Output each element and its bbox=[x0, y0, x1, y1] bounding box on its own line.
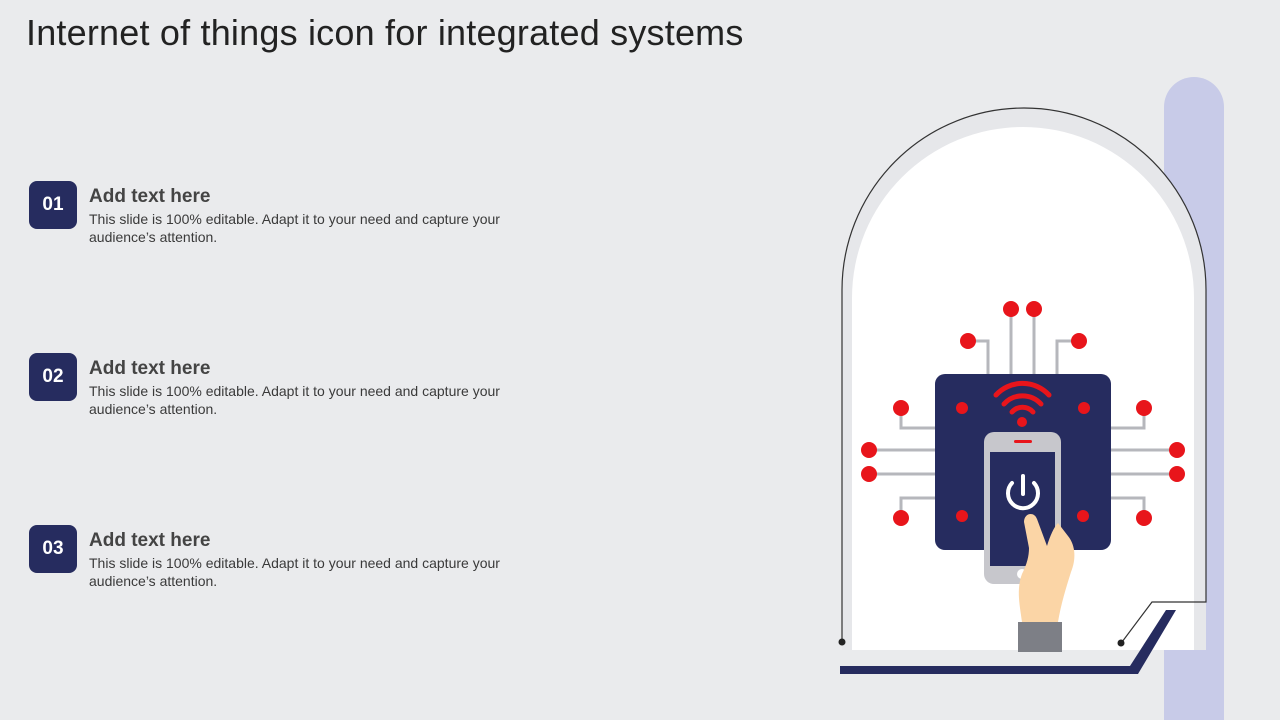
item-number-badge: 02 bbox=[29, 353, 77, 401]
outline-end-dot-right bbox=[1117, 639, 1125, 647]
outline-end-dot-left bbox=[838, 638, 846, 646]
power-icon bbox=[1006, 474, 1040, 511]
item-number-badge: 01 bbox=[29, 181, 77, 229]
item-heading: Add text here bbox=[89, 530, 211, 551]
wifi-icon bbox=[993, 380, 1052, 415]
sleeve bbox=[1018, 622, 1062, 652]
item-description: This slide is 100% editable. Adapt it to… bbox=[89, 555, 500, 589]
circuit-chip-icon bbox=[869, 309, 1177, 518]
chip-corner-dots bbox=[956, 402, 1090, 522]
agenda-item-01: 01 Add text here This slide is 100% edit… bbox=[29, 181, 549, 251]
slide-title: Internet of things icon for integrated s… bbox=[26, 12, 744, 53]
agenda-item-02: 02 Add text here This slide is 100% edit… bbox=[29, 353, 549, 423]
wifi-dot bbox=[1017, 417, 1027, 427]
iot-illustration-svg bbox=[838, 77, 1224, 720]
agenda-item-03: 03 Add text here This slide is 100% edit… bbox=[29, 525, 549, 595]
item-heading: Add text here bbox=[89, 186, 211, 207]
item-heading: Add text here bbox=[89, 358, 211, 379]
base-stroke bbox=[840, 610, 1176, 674]
hand-icon bbox=[1018, 513, 1075, 652]
circuit-nodes bbox=[861, 301, 1185, 526]
item-description: This slide is 100% editable. Adapt it to… bbox=[89, 383, 500, 417]
arch-outline bbox=[841, 107, 1207, 643]
iot-illustration bbox=[820, 70, 1240, 720]
item-description: This slide is 100% editable. Adapt it to… bbox=[89, 211, 500, 245]
item-number-badge: 03 bbox=[29, 525, 77, 573]
